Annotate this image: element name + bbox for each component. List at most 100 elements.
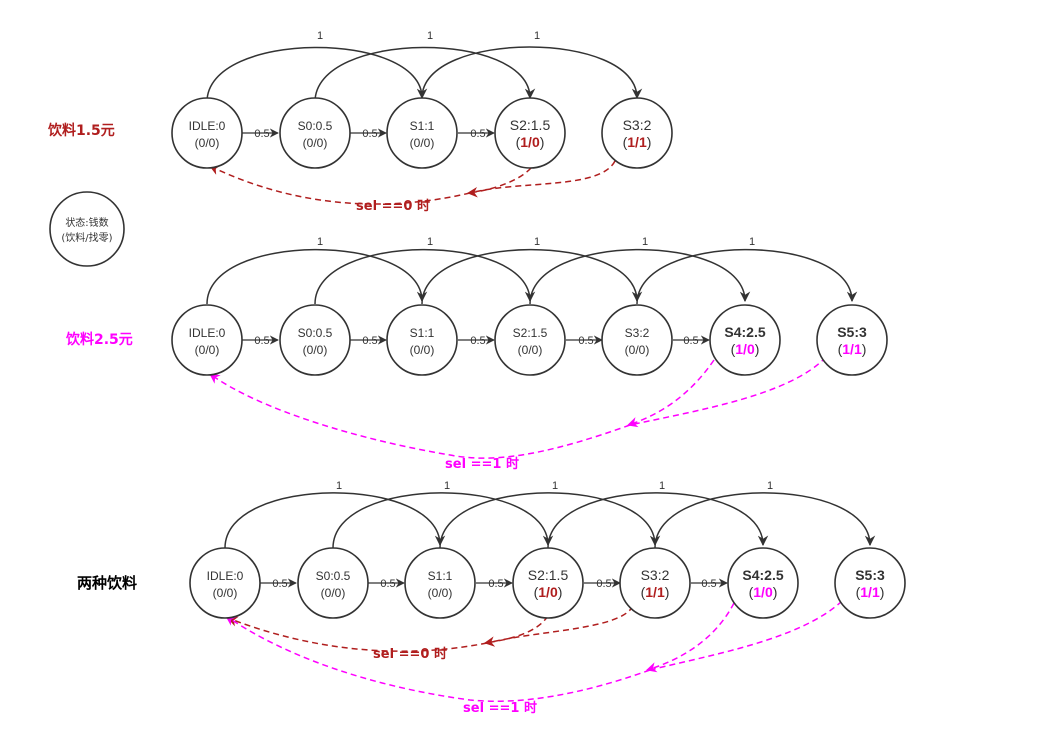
state-output-part: 0 [442, 586, 449, 600]
state-output-part: 1 [627, 134, 635, 150]
state-circle [619, 547, 691, 619]
jump-arc [332, 492, 554, 549]
jump-arc [421, 46, 643, 100]
state-output: (1/1) [641, 584, 670, 600]
jump-label: 1 [317, 30, 323, 42]
state-output-part: 0 [424, 343, 431, 357]
return-edge [209, 373, 631, 459]
state-node: S0:0.5(0/0) [297, 547, 369, 619]
state-output-part: 0 [550, 584, 558, 600]
state-output: (1/1) [838, 341, 867, 357]
state-output-part: 1 [854, 341, 862, 357]
jump-arc [224, 492, 446, 549]
state-output-part: ) [540, 134, 545, 150]
state-output-part: 1 [842, 341, 850, 357]
state-output-part: ( [625, 343, 629, 357]
state-output-part: / [761, 584, 765, 600]
return-edge [209, 165, 471, 205]
legend-line-1: 状态:钱数 [65, 216, 108, 229]
state-circle [512, 547, 584, 619]
jump-label: 1 [427, 30, 433, 42]
step-label: 0.5 [254, 128, 269, 140]
state-output-part: 0 [765, 584, 773, 600]
return-edge [645, 602, 735, 673]
state-output-part: / [850, 341, 854, 357]
state-output-part: ) [538, 343, 542, 357]
step-label: 0.5 [488, 578, 503, 590]
return-label: sel ==1 时 [463, 700, 537, 716]
jump-arc [421, 248, 643, 305]
state-node: S0:0.5(0/0) [279, 304, 351, 376]
state-output-part: / [331, 586, 335, 600]
return-edge [629, 356, 827, 426]
step-label: 0.5 [596, 578, 611, 590]
state-output-part: ) [448, 586, 452, 600]
state-name: S3:2 [623, 117, 652, 133]
state-circle [494, 304, 566, 376]
state-circle [834, 547, 906, 619]
state-output-part: / [868, 584, 872, 600]
state-output-part: 1 [520, 134, 528, 150]
state-output-part: 0 [307, 136, 314, 150]
jump-arc [439, 492, 661, 549]
row-both-drinks: 两种饮料 1 1 1 1 1 0.5 0.5 0.5 0.5 0.5 sel =… [77, 480, 876, 716]
state-output-part: ( [213, 586, 217, 600]
return-edge [649, 600, 843, 671]
state-output-part: 0 [414, 136, 421, 150]
jump-arc [314, 248, 536, 305]
state-output: (0/0) [195, 136, 220, 150]
state-circle [727, 547, 799, 619]
states-row-1: IDLE:0(0/0)S0:0.5(0/0)S1:1(0/0)S2:1.5(1/… [171, 97, 673, 169]
return-edge [486, 605, 634, 644]
state-circle [404, 547, 476, 619]
state-output-part: 1 [872, 584, 880, 600]
jump-label: 1 [427, 236, 433, 248]
states-row-3: IDLE:0(0/0)S0:0.5(0/0)S1:1(0/0)S2:1.5(1/… [189, 547, 906, 619]
step-label: 0.5 [470, 128, 485, 140]
state-circle [494, 97, 566, 169]
state-output: (0/0) [428, 586, 453, 600]
state-output: (0/0) [303, 136, 328, 150]
state-output-part: ( [195, 136, 199, 150]
state-output-part: 0 [629, 343, 636, 357]
state-output-part: 0 [335, 586, 342, 600]
state-output-part: 0 [424, 136, 431, 150]
jump-label: 1 [642, 236, 648, 248]
state-node: S0:0.5 (0/0) [279, 97, 351, 169]
jump-label: 1 [444, 480, 450, 492]
state-name: S2:1.5 [528, 567, 569, 583]
state-output: (0/0) [303, 343, 328, 357]
state-output-part: 0 [522, 343, 529, 357]
state-output-part: ( [641, 584, 646, 600]
step-label: 0.5 [578, 335, 593, 347]
state-output-part: ( [838, 341, 843, 357]
jump-label: 1 [749, 236, 755, 248]
state-output-part: ( [410, 136, 414, 150]
state-name: S1:1 [410, 119, 435, 133]
state-circle [189, 547, 261, 619]
state-output-part: ) [430, 343, 434, 357]
state-circle [601, 304, 673, 376]
state-name: S0:0.5 [298, 119, 333, 133]
legend-line-2: (饮料/找零) [61, 231, 112, 244]
jump-arc [206, 46, 428, 103]
state-output-part: ( [410, 343, 414, 357]
return-edge [466, 167, 532, 198]
jump-arc [206, 248, 428, 305]
jump-label: 1 [534, 236, 540, 248]
jump-label: 1 [317, 236, 323, 248]
state-output-part: 0 [209, 136, 216, 150]
state-output-part: ) [215, 343, 219, 357]
jump-arc [314, 46, 536, 103]
state-name: S1:1 [410, 326, 435, 340]
state-output-part: / [438, 586, 442, 600]
state-output: (1/1) [623, 134, 652, 150]
state-name: S1:1 [428, 569, 453, 583]
state-output-part: 0 [532, 134, 540, 150]
state-output-part: ) [323, 343, 327, 357]
state-name: S5:3 [855, 567, 885, 583]
state-name: S3:2 [641, 567, 670, 583]
state-circle [816, 304, 888, 376]
state-node: S1:1(0/0) [386, 304, 458, 376]
state-output-part: / [635, 343, 639, 357]
